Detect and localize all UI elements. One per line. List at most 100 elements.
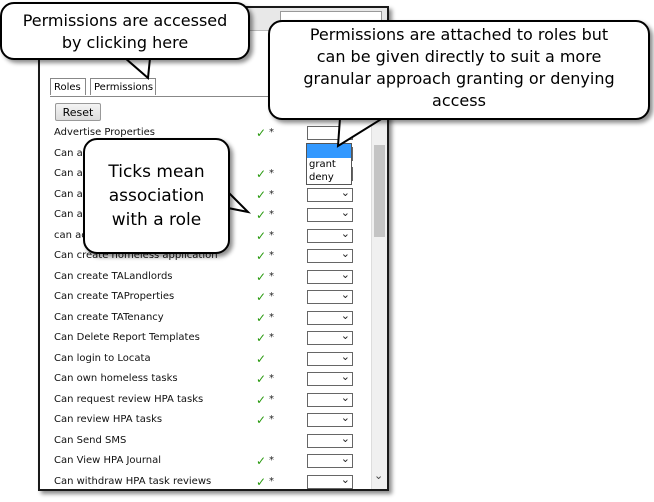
callout-text: access <box>432 91 486 110</box>
chevron-down-icon[interactable]: ⌄ <box>340 288 350 301</box>
permission-label: Can ac <box>54 147 89 159</box>
asterisk-icon: * <box>269 475 274 487</box>
dropdown-option-deny[interactable]: deny <box>309 172 334 183</box>
permission-label: Can request review HPA tasks <box>54 393 204 405</box>
permission-label: Can review HPA tasks <box>54 414 163 425</box>
chevron-down-icon[interactable]: ⌄ <box>340 267 350 281</box>
scrollbar-thumb[interactable] <box>374 145 385 237</box>
grant-deny-dropdown-list[interactable]: grant deny <box>306 143 352 185</box>
checkmark-icon: ✓ <box>256 187 267 202</box>
grant-deny-select[interactable]: ⌄ <box>307 431 353 448</box>
tab-roles[interactable]: Roles <box>50 78 86 95</box>
tab-permissions[interactable]: Permissions <box>90 78 156 95</box>
grant-deny-select[interactable]: ⌄ <box>307 349 353 366</box>
permission-row: Can login to Locata ✓ ⌄ <box>52 350 364 370</box>
callout-text: association <box>108 186 205 206</box>
grant-deny-select[interactable]: ⌄ <box>307 390 353 407</box>
grant-deny-select[interactable]: ⌄ <box>307 370 353 386</box>
grant-deny-select[interactable]: ⌄ <box>307 472 353 489</box>
grant-deny-select[interactable]: ⌄ <box>307 185 353 202</box>
permission-row: Can create homeless application✓*⌄ <box>52 247 364 267</box>
grant-deny-select[interactable]: ⌄ <box>307 267 353 284</box>
checkmark-icon: ✓ <box>256 331 267 345</box>
chevron-down-icon[interactable]: ⌄ <box>340 390 350 404</box>
asterisk-icon: * <box>269 250 274 261</box>
grant-deny-select[interactable]: ⌄ <box>307 411 353 427</box>
chevron-down-icon[interactable]: ⌄ <box>340 370 350 383</box>
asterisk-icon: * <box>269 270 274 282</box>
dropdown-option-grant[interactable]: grant <box>309 159 336 170</box>
checkmark-icon: ✓ <box>256 474 267 489</box>
permission-row: Can review HPA tasks✓*⌄ <box>52 411 364 431</box>
permission-label: Can create TALandlords <box>54 270 173 282</box>
callout-text: Permissions are attached to roles but <box>309 25 609 44</box>
checkmark-icon: ✓ <box>256 167 267 181</box>
asterisk-icon: * <box>269 455 274 466</box>
chevron-down-icon[interactable]: ⌄ <box>340 452 350 465</box>
chevron-down-icon[interactable]: ⌄ <box>340 349 350 363</box>
permission-row: Can Send SMS⌄ <box>52 432 364 452</box>
permission-label: Can ac <box>54 209 89 220</box>
permission-label: Can ac <box>54 188 89 200</box>
grant-deny-select[interactable]: ⌄ <box>307 226 353 243</box>
permission-label: Can create TAProperties <box>54 291 175 302</box>
chevron-down-icon[interactable]: ⌄ <box>340 329 350 342</box>
chevron-down-icon[interactable]: ⌄ <box>340 411 350 424</box>
checkmark-icon: ✓ <box>256 269 267 284</box>
chevron-down-icon[interactable]: ⌄ <box>340 472 350 486</box>
chevron-down-icon[interactable]: ⌄ <box>340 226 350 240</box>
grant-deny-select[interactable]: ⌄ <box>307 288 353 304</box>
checkmark-icon: ✓ <box>256 392 267 407</box>
asterisk-icon: * <box>269 311 274 323</box>
grant-deny-select[interactable]: ⌄ <box>307 329 353 345</box>
callout-text: granular approach granting or denying <box>303 69 615 88</box>
callout-ticks-mean: Ticks mean association with a role <box>83 138 230 254</box>
grant-deny-select[interactable]: ⌄ <box>307 206 353 222</box>
dropdown-highlight[interactable] <box>307 144 351 158</box>
asterisk-icon: * <box>269 209 274 220</box>
callout-text: with a role <box>111 210 202 230</box>
permission-row: Can request review HPA tasks✓*⌄ <box>52 391 364 411</box>
grant-deny-select[interactable]: ⌄ <box>307 308 353 325</box>
checkmark-icon: ✓ <box>256 351 267 366</box>
asterisk-icon: * <box>269 127 274 138</box>
chevron-down-icon[interactable]: ⌄ <box>340 247 350 260</box>
grant-deny-select[interactable]: ⌄ <box>307 247 353 263</box>
asterisk-icon: * <box>269 414 274 425</box>
tab-divider <box>50 96 375 97</box>
permission-label: Can own homeless tasks <box>54 373 178 384</box>
checkmark-icon: ✓ <box>256 454 267 468</box>
chevron-down-icon[interactable]: ⌄ <box>340 308 350 322</box>
permission-row: Can create TAProperties✓*⌄ <box>52 288 364 308</box>
checkmark-icon: ✓ <box>256 228 267 243</box>
permission-row: Can withdraw HPA task reviews✓*⌄ <box>52 472 364 490</box>
permission-row: Can View HPA Journal✓*⌄ <box>52 452 364 472</box>
permission-label: Can create TATenancy <box>54 311 164 323</box>
permission-row: Can create TALandlords ✓* ⌄ <box>52 268 364 288</box>
chevron-down-icon[interactable]: ⌄ <box>340 185 350 199</box>
asterisk-icon: * <box>269 188 274 200</box>
checkmark-icon: ✓ <box>256 372 267 386</box>
permission-label: Advertise Properties <box>54 127 155 138</box>
permission-label: Can ac <box>54 168 89 179</box>
permission-row: Can Delete Report Templates✓*⌄ <box>52 329 364 349</box>
asterisk-icon: * <box>269 168 274 179</box>
callout-text: by clicking here <box>61 33 189 52</box>
permission-row: Can create TATenancy ✓* ⌄ <box>52 309 364 329</box>
permission-row: Can ac ✓* ⌄ <box>52 186 364 206</box>
grant-deny-select[interactable] <box>307 126 353 140</box>
chevron-down-icon[interactable]: ⌄ <box>340 431 350 445</box>
asterisk-icon: * <box>269 332 274 343</box>
permission-label: Can login to Locata <box>54 352 151 364</box>
reset-button[interactable]: Reset <box>55 103 101 121</box>
permission-row: Can own homeless tasks✓*⌄ <box>52 370 364 390</box>
checkmark-icon: ✓ <box>256 290 267 304</box>
permission-row: Can ac ✓* ⌄ <box>52 206 364 226</box>
chevron-down-icon[interactable]: ⌄ <box>340 206 350 219</box>
checkmark-icon: ✓ <box>256 310 267 325</box>
grant-deny-select[interactable]: ⌄ <box>307 452 353 468</box>
callout-text: Permissions are accessed <box>22 11 228 30</box>
permission-label: can ac <box>54 229 87 241</box>
checkmark-icon: ✓ <box>256 208 267 222</box>
chevron-down-icon[interactable]: ⌄ <box>374 469 384 482</box>
